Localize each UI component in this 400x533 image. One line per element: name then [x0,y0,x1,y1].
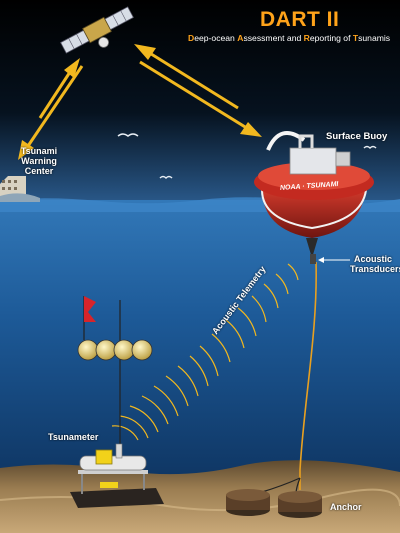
mooring-line [299,261,317,490]
anchor-label: Anchor [330,502,362,512]
acoustic-transducers-line: Transducers [350,264,400,274]
subtitle-initial: R [303,33,310,43]
subtitle-initial: D [188,33,195,43]
subtitle-text: eep-ocean [194,33,238,43]
warning-center-label: Tsunami Warning Center [14,146,64,176]
tsunameter-label: Tsunameter [48,432,99,442]
satellite-signal-arrows [18,44,262,160]
subtitle-text: ssessment and [243,33,304,43]
acoustic-telemetry-waves [111,263,299,441]
warning-center-line: Tsunami [20,146,58,156]
acoustic-transducers-line: Acoustic [353,254,392,264]
subtitle-text: sunamis [358,33,391,43]
tsunameter-float [77,296,153,460]
page-title: DART II [260,8,340,31]
page-subtitle: Deep-ocean Assessment and Reporting of T… [188,33,390,43]
warning-center-line: Center [24,166,54,176]
transducer-pointer-icon [318,257,350,263]
warning-center-building [0,176,40,202]
acoustic-transducers-label: Acoustic Transducers [350,254,400,274]
tsunameter-station [70,443,164,508]
satellite-icon [60,6,134,54]
subtitle-initial: T [352,33,359,43]
subtitle-initial: A [237,33,244,43]
surface-buoy [254,130,374,264]
surface-buoy-label: Surface Buoy [326,131,388,142]
warning-center-line: Warning [21,156,57,166]
anchor-weights [226,489,322,518]
seagull-icons [117,133,377,180]
subtitle-text: eporting of [309,33,353,43]
